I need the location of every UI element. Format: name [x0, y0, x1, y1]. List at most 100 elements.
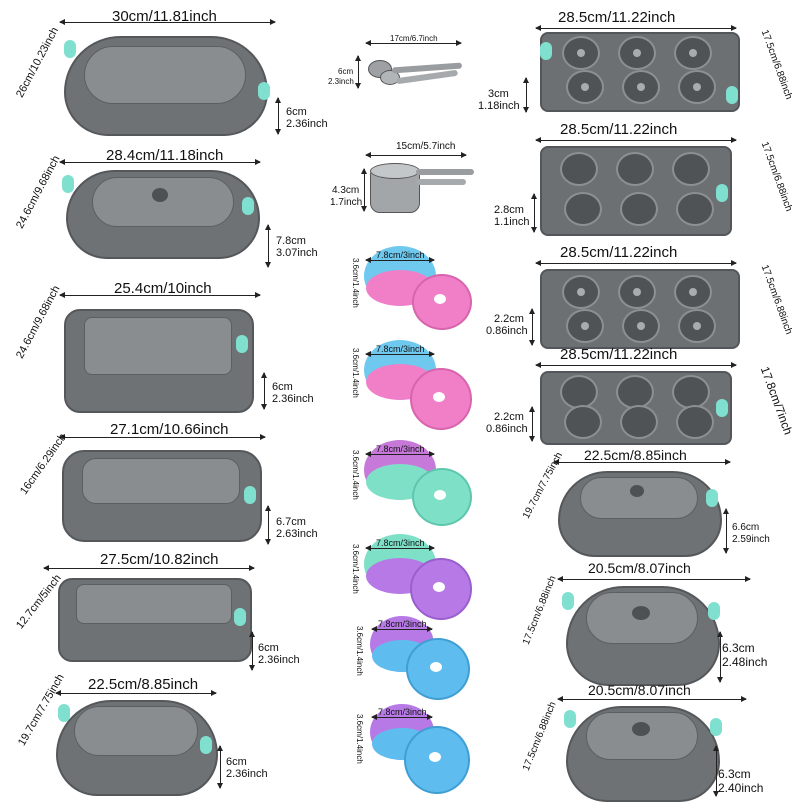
tray-mini-bundt: 28.5cm/11.22inch 17.5cm/6.88inch 3cm 1.1…	[470, 0, 800, 120]
small-fluted-pan: 22.5cm/8.85inch 19.7cm/7.75inch 6cm 2.36…	[0, 672, 320, 800]
loaf-pan: 27.1cm/10.66inch 16cm/6.29inch 6.7cm 2.6…	[0, 418, 320, 548]
height-in-label: 2.36inch	[272, 393, 314, 405]
cavity	[566, 309, 604, 343]
width-dimension-line	[59, 159, 261, 165]
width-label: 7.8cm/3inch	[378, 707, 427, 717]
teal-handle	[540, 42, 552, 60]
width-label: 28.5cm/11.22inch	[560, 121, 678, 138]
width-label: 7.8cm/3inch	[376, 444, 425, 454]
width-label: 28.5cm/11.22inch	[560, 346, 678, 363]
mini-mold-set-5: 7.8cm/3inch 3.6cm/1.4inch	[340, 612, 480, 707]
mold-center-hole	[433, 582, 445, 592]
height-cm-label: 6.3cm	[722, 641, 755, 655]
width-dimension-line	[59, 434, 266, 440]
pan-interior	[74, 706, 198, 756]
height-dimension-line	[529, 406, 535, 442]
height-in-label: 1.1inch	[494, 216, 530, 228]
cavity	[566, 70, 604, 104]
width-dimension-line	[553, 459, 731, 465]
height-in-label: 0.86inch	[486, 423, 528, 435]
square-pan: 25.4cm/10inch 24.6cm/9.68inch 6cm 2.36in…	[0, 277, 320, 417]
mold-center-hole	[430, 662, 442, 672]
width-label: 15cm/5.7inch	[396, 141, 456, 152]
teal-handle	[58, 704, 70, 722]
cup-handle	[416, 169, 474, 175]
cavity	[560, 152, 598, 186]
height-cm-label: 2.2cm	[494, 411, 524, 423]
width-label: 20.5cm/8.07inch	[588, 682, 691, 698]
mini-mold-set-1: 7.8cm/3inch 3.6cm/1.4inch	[340, 240, 480, 330]
pan-interior	[84, 317, 232, 375]
height-dimension-line	[261, 372, 267, 410]
height-cm-label: 2.2cm	[494, 313, 524, 325]
width-dimension-line	[365, 152, 467, 158]
tray-donut: 28.5cm/11.22inch 17.5cm/6.88inch 2.2cm 0…	[470, 241, 800, 356]
width-dimension-line	[365, 451, 435, 457]
height-in-label: 0.86inch	[486, 325, 528, 337]
depth-label: 17.5cm/6.88inch	[758, 28, 795, 102]
cavity	[674, 36, 712, 70]
cavity	[564, 192, 602, 226]
cavity	[622, 70, 660, 104]
height-in-label: 2.36inch	[226, 768, 268, 780]
height-in-label: 2.63inch	[276, 528, 318, 540]
width-label: 7.8cm/3inch	[376, 250, 425, 260]
width-dimension-line	[557, 576, 751, 582]
teal-handle	[726, 86, 738, 104]
width-label: 28.5cm/11.22inch	[560, 244, 678, 261]
height-in-label: 2.48inch	[722, 655, 768, 669]
pan-interior	[76, 584, 232, 624]
classic-bundt-pan: 20.5cm/8.07inch 17.5cm/6.88inch 6.3cm 2.…	[500, 678, 800, 802]
center-tube	[152, 188, 168, 202]
teal-handle	[236, 335, 248, 353]
height-cm-label: 6.6cm	[732, 522, 760, 533]
width-label: 7.8cm/3inch	[376, 344, 425, 354]
cavity	[616, 375, 654, 409]
height-cm-label: 6cm	[226, 756, 247, 768]
height-label: 3.6cm/1.4inch	[351, 544, 360, 594]
teal-handle	[564, 710, 576, 728]
width-label: 27.5cm/10.82inch	[100, 551, 219, 568]
height-dimension-line	[265, 224, 271, 268]
width-dimension-line	[59, 292, 261, 298]
depth-label: 17.5cm/6.88inch	[520, 700, 559, 773]
height-cm-label: 2.8cm	[494, 204, 524, 216]
swirl-bundt-pan: 22.5cm/8.85inch 19.7cm/7.75inch 6.6cm 2.…	[500, 445, 800, 560]
teal-handle	[716, 184, 728, 202]
teal-handle	[716, 399, 728, 417]
cavity	[564, 405, 602, 439]
height-cm-label: 6.3cm	[718, 767, 751, 781]
height-cm-label: 7.8cm	[276, 235, 306, 247]
measuring-spoons: 17cm/6.7inch 6cm 2.3inch	[320, 30, 480, 100]
height-cm-label: 6cm	[272, 381, 293, 393]
height-dimension-line	[723, 508, 729, 554]
cavity	[674, 275, 712, 309]
cup-handle	[416, 179, 466, 185]
teal-handle	[242, 197, 254, 215]
width-label: 7.8cm/3inch	[378, 619, 427, 629]
width-dimension-line	[371, 714, 433, 720]
narrow-loaf-pan: 27.5cm/10.82inch 12.7cm/5inch 6cm 2.36in…	[0, 548, 320, 678]
height-in-label: 2.59inch	[732, 534, 770, 545]
teal-handle	[708, 602, 720, 620]
round-fluted-pan: 30cm/11.81inch 26cm/10.23inch 6cm 2.36in…	[0, 0, 328, 150]
width-label: 25.4cm/10inch	[114, 280, 212, 297]
cavity	[560, 375, 598, 409]
height-dimension-line	[713, 745, 719, 797]
center-tube	[632, 606, 650, 620]
width-label: 30cm/11.81inch	[112, 8, 217, 25]
height-label: 3.6cm/1.4inch	[351, 348, 360, 398]
width-label: 28.5cm/11.22inch	[558, 9, 676, 26]
height-label: 3.6cm/1.4inch	[351, 258, 360, 308]
cavity	[678, 70, 716, 104]
cavity	[672, 152, 710, 186]
height-dimension-line	[361, 168, 367, 212]
height-in-label: 2.40inch	[718, 781, 764, 795]
height-in-label: 1.18inch	[478, 100, 520, 112]
width-dimension-line	[365, 545, 435, 551]
height-in-label: 2.36inch	[258, 654, 300, 666]
height-cm-label: 4.3cm	[332, 185, 360, 196]
height-in-label: 2.36inch	[286, 118, 328, 130]
pan-interior	[92, 177, 234, 227]
height-cm-label: 6cm	[258, 642, 279, 654]
